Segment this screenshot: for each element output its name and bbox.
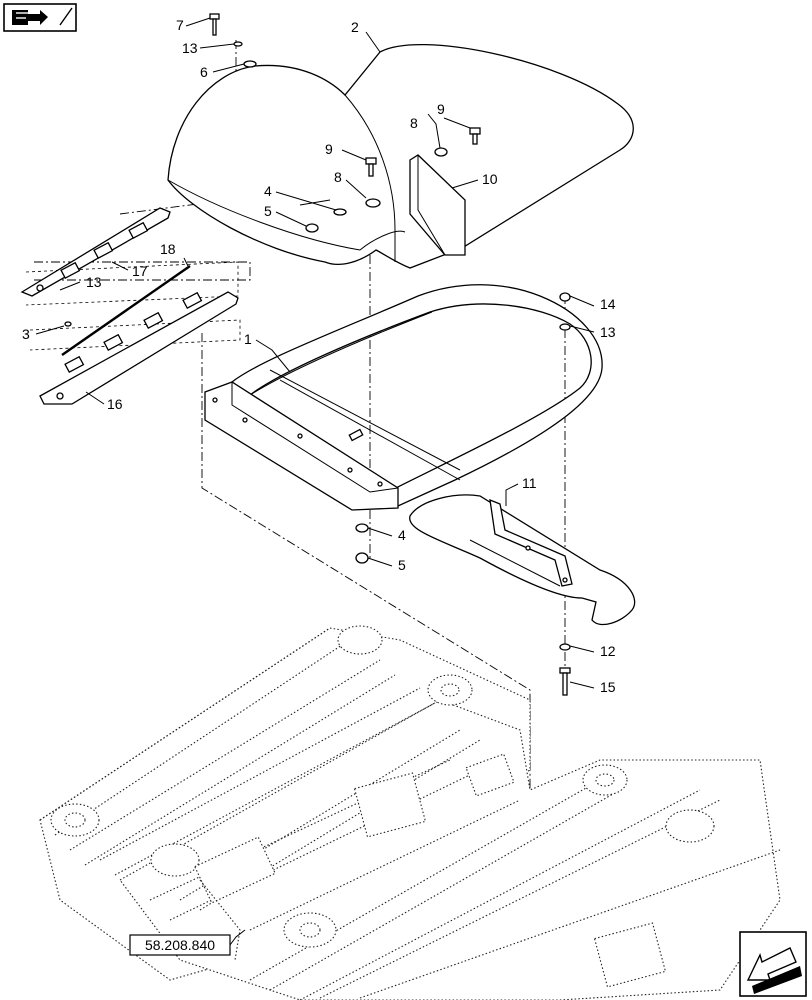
callout-5-bottom: 5 xyxy=(398,557,406,573)
callout-13-right: 13 xyxy=(600,324,616,340)
callout-12: 12 xyxy=(600,643,616,659)
callout-9-right: 9 xyxy=(437,101,445,117)
hinge-part-16 xyxy=(39,291,239,405)
frame-part-1 xyxy=(204,284,603,511)
nut-5-top xyxy=(305,223,319,233)
washer-4-top xyxy=(333,208,347,216)
callout-9-left: 9 xyxy=(325,141,333,157)
callout-8-left: 8 xyxy=(334,169,342,185)
callout-2: 2 xyxy=(351,19,359,35)
leader-lines xyxy=(35,17,595,689)
bolt-15 xyxy=(559,667,571,696)
washer-12 xyxy=(559,643,571,651)
callout-10: 10 xyxy=(482,171,498,187)
callout-14: 14 xyxy=(600,296,616,312)
next-page-arrow-icon[interactable] xyxy=(739,931,807,997)
bolt-9-left xyxy=(365,157,377,177)
callout-4-bottom: 4 xyxy=(398,527,406,543)
book-arrow-icon[interactable] xyxy=(3,3,77,32)
callout-1: 1 xyxy=(244,331,252,347)
hinge-part-17 xyxy=(20,207,171,297)
callout-5-top: 5 xyxy=(264,203,272,219)
callout-16: 16 xyxy=(107,396,123,412)
washer-13-top xyxy=(233,41,243,47)
bolt-7 xyxy=(209,13,220,36)
washer-4-bottom xyxy=(355,523,369,533)
callout-11: 11 xyxy=(522,475,537,491)
reference-label: 58.208.840 xyxy=(145,937,215,953)
callout-4-top: 4 xyxy=(264,183,272,199)
nut-6 xyxy=(243,60,257,68)
plate-part-11 xyxy=(409,494,636,626)
callout-13-left: 13 xyxy=(86,274,102,290)
nut-5-bottom xyxy=(355,552,369,564)
reference-box[interactable]: 58.208.840 xyxy=(129,929,246,956)
washer-13-right xyxy=(559,323,571,331)
callout-18: 18 xyxy=(160,241,176,257)
callout-3: 3 xyxy=(22,326,30,342)
cover-part-2 xyxy=(167,43,634,269)
callout-8-right: 8 xyxy=(410,115,418,131)
bolt-9-right xyxy=(469,127,481,145)
machine-assembly xyxy=(39,625,781,1000)
callout-15: 15 xyxy=(600,679,616,695)
callout-17: 17 xyxy=(132,263,148,279)
hinge-pin-18 xyxy=(61,265,191,356)
bracket-part-10 xyxy=(409,154,466,256)
nut-14 xyxy=(559,292,571,302)
callout-13-top: 13 xyxy=(182,40,198,56)
callout-6: 6 xyxy=(200,64,208,80)
callout-numbers: 7 13 6 2 9 8 9 8 10 4 5 18 17 13 3 16 1 … xyxy=(22,17,616,695)
washer-3 xyxy=(64,321,72,327)
washer-8-right xyxy=(434,147,448,157)
washer-8-left xyxy=(365,198,381,208)
callout-7: 7 xyxy=(176,17,184,33)
